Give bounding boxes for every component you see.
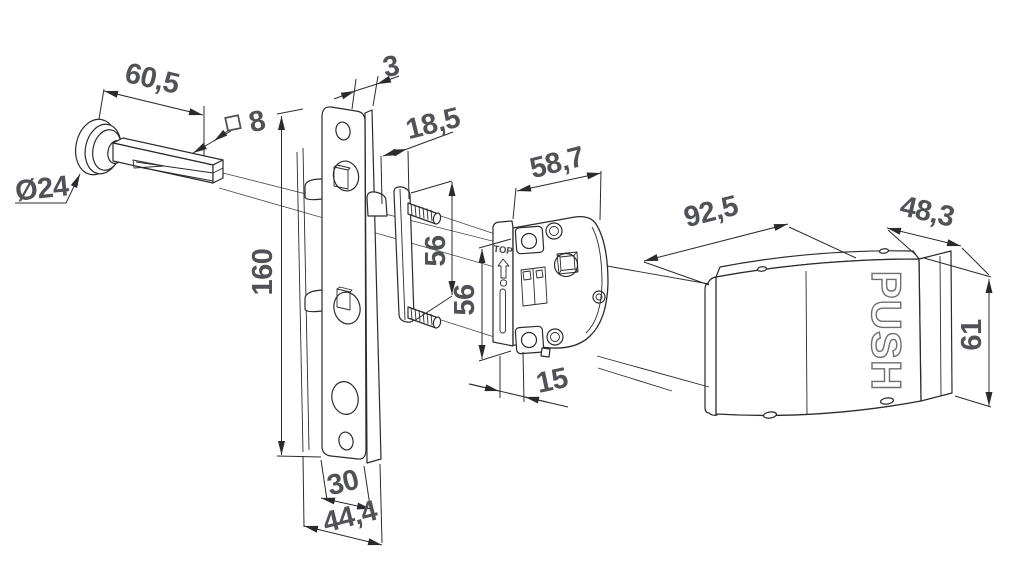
dim-label-case-width: 58,7	[527, 141, 588, 185]
plate-side-face	[364, 109, 382, 464]
case-recess-top	[545, 222, 563, 240]
dim-label-plate-face-width: 30	[324, 464, 362, 503]
plate-hole-bottom-large	[331, 381, 359, 415]
pad-side-face	[918, 250, 953, 402]
dim-label-stud-spacing: 56	[420, 235, 452, 267]
plate-front-face	[321, 106, 367, 460]
dim-label-pad-depth: 48,3	[897, 190, 958, 234]
dim-label-spindle-length: 60,5	[122, 57, 183, 101]
push-pad: PUSH	[704, 248, 953, 419]
spindle-square-hole	[556, 251, 579, 275]
pad-foot-right	[879, 397, 895, 405]
dim-bracket-offset: 18,5	[380, 102, 464, 205]
case-window	[520, 266, 548, 307]
dim-rosette-diameter: Ø24	[14, 170, 81, 208]
dim-plate-height: 160	[247, 108, 322, 458]
dim-spindle-square: 8	[192, 105, 268, 154]
square-section-symbol	[224, 114, 242, 132]
dim-label-spindle-square: 8	[246, 105, 268, 140]
side-tab-lower-left	[304, 289, 323, 313]
case-foot	[540, 347, 551, 358]
dim-case-inset: 15	[468, 351, 571, 408]
side-tab-upper-left	[304, 178, 323, 201]
push-label: PUSH	[863, 271, 910, 392]
fixing-bracket	[393, 186, 442, 329]
pad-panel-divider	[805, 270, 808, 415]
dim-label-rosette-diameter: Ø24	[14, 170, 71, 207]
dim-plate-thickness: 3	[333, 50, 402, 110]
pad-pin-right	[878, 248, 890, 254]
stud-lower-threads	[410, 307, 433, 326]
dim-label-bracket-offset: 18,5	[403, 102, 464, 146]
dim-label-pad-height: 61	[956, 319, 988, 351]
case-boss-top-left	[514, 225, 545, 255]
stud-upper-threads	[410, 203, 433, 222]
faceplate	[296, 106, 388, 464]
dim-label-plate-thickness: 3	[380, 50, 402, 85]
case-hole-bottom-left	[520, 331, 538, 349]
strip-hole	[499, 279, 508, 287]
lock-case: TOP	[492, 216, 609, 358]
square-tube-upper	[333, 164, 351, 190]
plate-hole-top-small	[335, 121, 351, 141]
case-rim	[585, 226, 603, 334]
strip-slot	[499, 288, 506, 334]
stud-upper-tip	[432, 212, 442, 225]
square-tube-lower	[336, 286, 353, 311]
dim-case-height: 56	[449, 238, 512, 362]
spindle-end-face	[212, 159, 224, 184]
case-hole-top-left	[520, 232, 538, 250]
pad-housing-edges	[596, 265, 710, 392]
dim-plate-face-width: 30	[320, 459, 372, 510]
top-marking-label: TOP	[493, 244, 514, 258]
case-recess-bottom	[546, 328, 564, 346]
dim-stud-spacing: 56	[410, 180, 456, 322]
plate-hole-bottom-small	[338, 431, 354, 451]
dim-label-pad-width: 92,5	[681, 190, 742, 234]
pad-bracket	[704, 276, 718, 416]
stud-lower-tip	[432, 316, 442, 329]
plate-hole-spindle-lower	[333, 291, 361, 325]
side-tab-right	[366, 191, 388, 217]
spindle-slot-wedge	[132, 159, 165, 169]
pad-foot-left	[762, 411, 778, 419]
dim-label-case-inset: 15	[533, 362, 571, 400]
spindle-slot	[135, 161, 224, 182]
case-boss-right	[592, 290, 606, 304]
rosette-and-spindle	[74, 118, 224, 184]
dim-pad-height: 61	[923, 257, 993, 408]
case-boss-bottom-left	[514, 325, 545, 355]
dim-label-plate-total-width: 44,4	[320, 495, 381, 539]
dim-label-case-height: 56	[449, 284, 481, 316]
dim-label-plate-height: 160	[247, 249, 279, 296]
dim-case-width: 58,7	[512, 141, 602, 221]
top-arrow-icon	[497, 258, 510, 279]
pad-pin-left	[756, 266, 768, 272]
